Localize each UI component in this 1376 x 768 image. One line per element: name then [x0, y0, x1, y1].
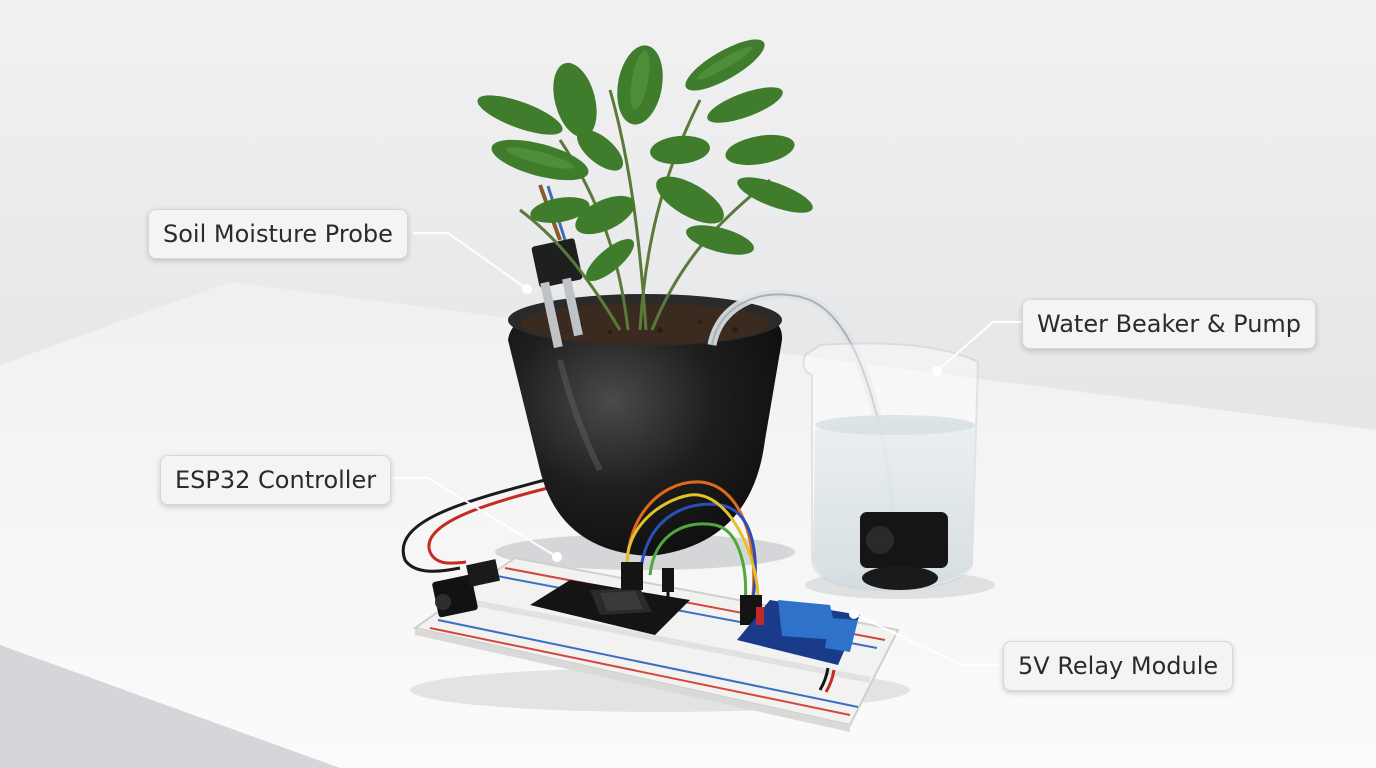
relay-shape: [737, 600, 860, 665]
esp32-callout: ESP32 Controller: [160, 455, 392, 505]
relay-callout: 5V Relay Module: [1003, 641, 1234, 691]
breadboard-shape: [412, 556, 900, 732]
relay-label: 5V Relay Module: [1018, 652, 1219, 680]
soil-probe-label: Soil Moisture Probe: [163, 220, 393, 248]
esp32-label: ESP32 Controller: [175, 466, 377, 494]
water-pump-callout: Water Beaker & Pump: [1022, 299, 1317, 349]
esp32-board-shape: [530, 580, 690, 635]
soil-probe-callout: Soil Moisture Probe: [148, 209, 408, 259]
water-pump-label: Water Beaker & Pump: [1037, 310, 1302, 338]
beaker-shape: [802, 342, 980, 592]
